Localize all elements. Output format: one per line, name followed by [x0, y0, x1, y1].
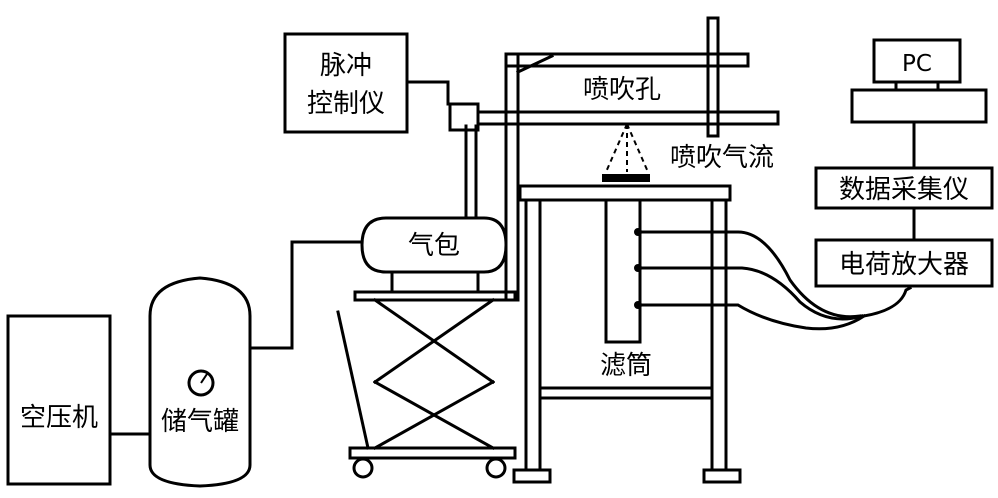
- air-bag-label: 气包: [408, 231, 460, 261]
- pulse-controller-label-line2: 控制仪: [307, 89, 385, 119]
- cart-handle: [336, 310, 370, 450]
- jet-hole-label: 喷吹孔: [583, 75, 661, 105]
- data-acquisition-unit: 数据采集仪: [814, 166, 994, 210]
- table-top: [518, 184, 732, 202]
- blow-pipe: [504, 110, 780, 126]
- air-compressor-label: 空压机: [20, 403, 98, 433]
- filter-cartridge: [604, 198, 642, 344]
- air-compressor: 空压机: [6, 314, 112, 486]
- storage-tank-label: 储气罐: [161, 407, 239, 437]
- test-table: [512, 184, 742, 484]
- pc: PC: [850, 38, 988, 124]
- scissor-lift-cart: [336, 290, 517, 479]
- pc-label: PC: [902, 51, 932, 77]
- storage-tank: 储气罐: [148, 276, 252, 488]
- adjusting-rod: [706, 16, 720, 138]
- pulse-controller-label-line1: 脉冲: [320, 51, 372, 81]
- air-bag: 气包: [360, 216, 508, 294]
- jet-airflow-label: 喷吹气流: [670, 143, 774, 173]
- amplifier-input-cable: [862, 285, 913, 318]
- charge-amplifier: 电荷放大器: [814, 238, 994, 288]
- sensor-cables: [636, 230, 867, 331]
- filter-cartridge-label: 滤筒: [600, 351, 652, 381]
- tank-to-airbag-pipe: [248, 240, 364, 350]
- pulse-controller: 脉冲 控制仪: [283, 32, 409, 134]
- charge-amplifier-label: 电荷放大器: [839, 250, 969, 280]
- data-acquisition-label: 数据采集仪: [839, 175, 969, 205]
- pressure-gauge-icon: [187, 369, 215, 397]
- jet-airflow-cone: [602, 123, 650, 182]
- pulse-valve: [448, 102, 508, 132]
- controller-signal-wire: [405, 80, 450, 106]
- pc-base: [850, 88, 988, 124]
